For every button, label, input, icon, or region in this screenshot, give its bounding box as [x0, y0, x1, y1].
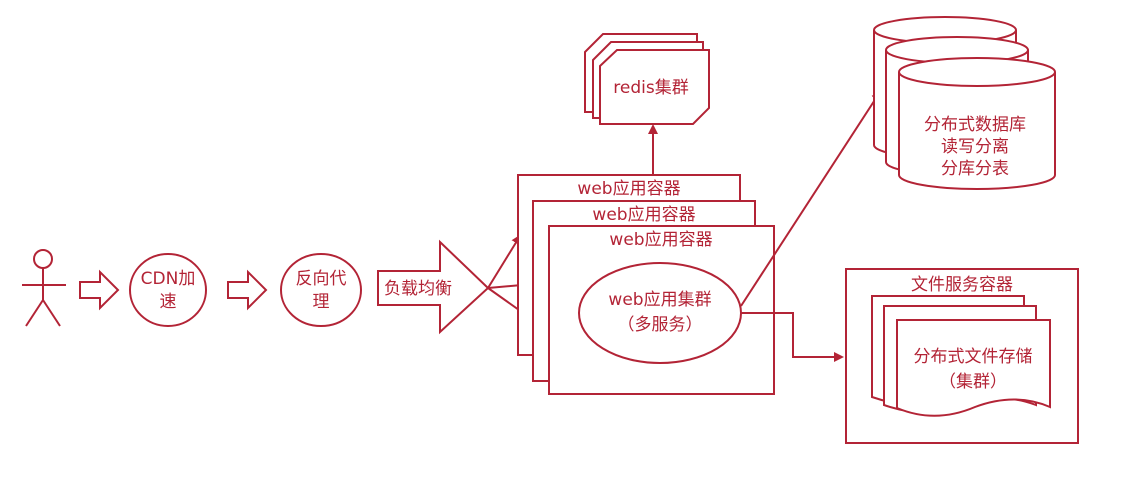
redis-node: redis集群 [584, 33, 710, 125]
cdn-label-line1: CDN加 [141, 269, 196, 289]
block-arrow-icon [79, 269, 120, 311]
web-cluster-node: web应用集群 （多服务） [578, 262, 742, 364]
web-container-middle-label: web应用容器 [592, 205, 695, 225]
cdn-node: CDN加 速 [129, 253, 207, 327]
web-to-database-arrow [740, 90, 882, 307]
database-label-line3: 分库分表 [941, 159, 1009, 179]
file-service-label-line1: 分布式文件存储 [914, 347, 1033, 367]
database-label-line2: 读写分离 [941, 137, 1009, 157]
lb-to-container-1-arrow [487, 234, 522, 289]
web-container-front-label: web应用容器 [609, 230, 712, 250]
database-label-line1: 分布式数据库 [924, 115, 1026, 135]
block-arrow-icon [227, 269, 268, 311]
web-cluster-label-line2: （多服务） [618, 315, 703, 335]
reverse-proxy-label-line2: 理 [313, 292, 330, 312]
load-balancer-node: 负载均衡 [377, 239, 490, 335]
reverse-proxy-label-line1: 反向代 [296, 269, 347, 289]
file-service-label-line2: （集群） [939, 372, 1007, 392]
file-service-title: 文件服务容器 [911, 275, 1013, 295]
reverse-proxy-node: 反向代 理 [280, 253, 362, 327]
cdn-label-line2: 速 [160, 292, 177, 312]
web-cluster-label-line1: web应用集群 [608, 290, 711, 310]
user-actor-icon [22, 249, 66, 327]
load-balancer-label: 负载均衡 [384, 279, 452, 299]
database-node: 分布式数据库 读写分离 分库分表 [873, 16, 1056, 190]
file-service-node: 文件服务容器 分布式文件存储 （集群） [845, 268, 1079, 444]
web-to-file-service-arrow [741, 312, 844, 362]
redis-label: redis集群 [613, 78, 688, 98]
web-container-back-label: web应用容器 [577, 179, 680, 199]
